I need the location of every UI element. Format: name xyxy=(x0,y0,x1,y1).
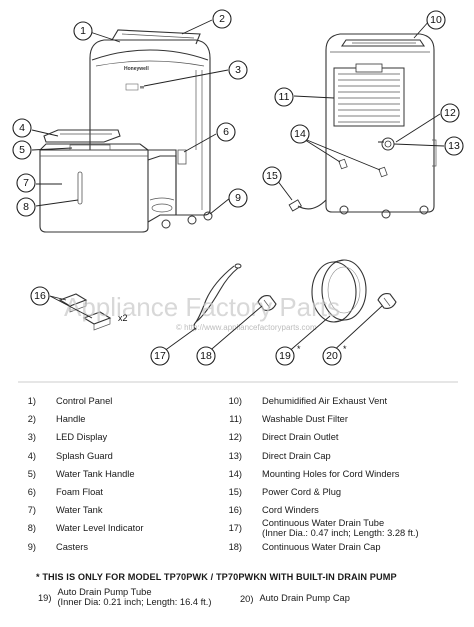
legend-item: 11)Washable Dust Filter xyxy=(229,414,348,425)
pump-item-20: 20) Auto Drain Pump Cap xyxy=(240,593,350,604)
svg-text:6: 6 xyxy=(223,126,229,138)
svg-text:1: 1 xyxy=(80,25,86,37)
svg-text:3: 3 xyxy=(235,64,241,76)
pump-item-19: 19) Auto Drain Pump Tube(Inner Dia: 0.21… xyxy=(38,587,212,607)
callout-16: 16 xyxy=(30,286,50,306)
brand-logo: Honeywell xyxy=(124,66,149,72)
svg-text:18: 18 xyxy=(200,350,212,362)
callout-6: 6 xyxy=(216,122,236,142)
rear-unit-illustration xyxy=(288,33,437,219)
legend-item: 3)LED Display xyxy=(27,432,108,443)
legend-item: 16)Cord Winders xyxy=(228,505,319,516)
svg-text:9: 9 xyxy=(235,192,241,204)
svg-text:5: 5 xyxy=(19,144,25,156)
legend-item: 10)Dehumidified Air Exhaust Vent xyxy=(228,396,388,406)
legend-item: 8)Water Level Indicator xyxy=(27,523,144,534)
accessories-illustration xyxy=(58,259,397,331)
leader-lines xyxy=(31,19,445,355)
callout-1: 1 xyxy=(73,21,93,41)
legend-item: 14)Mounting Holes for Cord Winders xyxy=(228,468,400,479)
callout-19-asterisk: * xyxy=(297,344,301,354)
callout-2: 2 xyxy=(212,9,232,29)
callout-4: 4 xyxy=(12,118,32,138)
callout-20-asterisk: * xyxy=(343,344,347,354)
callout-14: 14 xyxy=(290,124,310,144)
watermark-text: Appliance Factory Parts xyxy=(64,292,340,322)
svg-text:8: 8 xyxy=(23,201,29,213)
legend-item: 2)Handle xyxy=(27,414,86,425)
callout-9: 9 xyxy=(228,188,248,208)
callout-19: 19 xyxy=(275,346,295,366)
callout-8: 8 xyxy=(16,197,36,217)
callout-5: 5 xyxy=(12,140,32,160)
callout-18: 18 xyxy=(196,346,216,366)
callout-10: 10 xyxy=(426,10,446,30)
legend-item: 17) Continuous Water Drain Tube(Inner Di… xyxy=(228,518,419,538)
callout-20: 20 xyxy=(322,346,342,366)
legend-left: 1)Control Panel 2)Handle 3)LED Display 4… xyxy=(10,392,144,556)
legend-item: 12)Direct Drain Outlet xyxy=(228,432,339,443)
svg-text:12: 12 xyxy=(444,107,456,119)
svg-text:17: 17 xyxy=(154,350,166,362)
legend-item: 7)Water Tank xyxy=(27,505,103,516)
legend-item: 6)Foam Float xyxy=(27,487,104,498)
svg-text:2: 2 xyxy=(219,13,225,25)
legend-item: 9)Casters xyxy=(27,541,89,552)
svg-text:14: 14 xyxy=(294,128,306,140)
callout-11: 11 xyxy=(274,87,294,107)
svg-text:11: 11 xyxy=(279,91,290,103)
svg-text:7: 7 xyxy=(23,177,29,189)
callout-3: 3 xyxy=(228,60,248,80)
quantity-mark: x2 xyxy=(118,313,128,323)
callout-7: 7 xyxy=(16,173,36,193)
legend-item: 5)Water Tank Handle xyxy=(27,468,135,479)
svg-text:15: 15 xyxy=(266,170,278,182)
legend-right: 10)Dehumidified Air Exhaust Vent 11)Wash… xyxy=(216,392,419,556)
legend-item: 18)Continuous Water Drain Cap xyxy=(228,541,381,552)
front-unit-illustration: Honeywell xyxy=(39,29,213,233)
legend-item: 15)Power Cord & Plug xyxy=(228,487,342,498)
svg-text:20: 20 xyxy=(326,350,338,362)
svg-text:19: 19 xyxy=(279,350,291,362)
callout-17: 17 xyxy=(150,346,170,366)
legend-item: 1)Control Panel xyxy=(27,396,113,406)
svg-text:4: 4 xyxy=(19,122,25,134)
callout-13: 13 xyxy=(444,136,464,156)
pump-model-note: * THIS IS ONLY FOR MODEL TP70PWK / TP70P… xyxy=(36,572,397,582)
legend-item: 13)Direct Drain Cap xyxy=(228,450,331,461)
svg-text:13: 13 xyxy=(448,140,460,152)
callout-15: 15 xyxy=(262,166,282,186)
svg-text:16: 16 xyxy=(34,290,46,302)
svg-text:10: 10 xyxy=(430,14,442,26)
legend-item: 4)Splash Guard xyxy=(27,450,113,461)
watermark-subtext: © http://www.appliancefactoryparts.com xyxy=(176,323,317,332)
callout-12: 12 xyxy=(440,103,460,123)
